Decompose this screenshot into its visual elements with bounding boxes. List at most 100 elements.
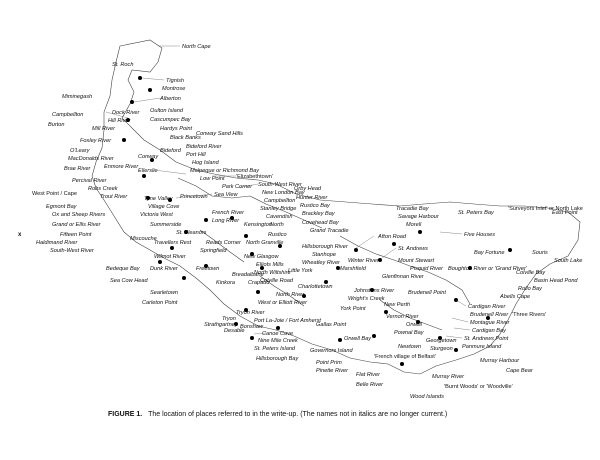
place-label: St. Peters Island [254,346,296,352]
place-label: Boughton River or 'Grand River' [448,266,528,272]
place-label: Canoe Cove [262,331,293,337]
place-label: South Lake [554,258,582,264]
place-label: New London Bay [262,190,306,196]
place-label: Sea View [214,192,238,198]
place-label: 'Surveyors Inlet' or North Lake [508,206,583,212]
place-label: Trout River [100,194,128,200]
place-label: Souris [532,250,548,256]
place-label: Springfield [200,248,227,254]
leader-line [453,327,471,331]
place-label: Hill River [108,118,132,124]
place-label: Pownal Bay [394,330,425,336]
place-label: Park Corner [222,184,253,190]
place-label: Point Prim [316,360,342,366]
place-label: Cascumpec Bay [150,117,192,123]
place-label: St. Andrews [398,246,428,252]
place-label: Brackley Bay [302,211,336,217]
place-label: Wright's Creek [348,296,386,302]
location-marker [392,242,396,246]
leader-line [153,169,187,175]
place-label: Kensington [244,222,272,228]
place-label: Newtown [398,344,421,350]
figure-label: FIGURE 1. [108,411,143,418]
place-label: Travellers Rest [154,240,192,246]
place-label: Wheatley River [302,260,341,266]
place-label: Tryon River [236,310,266,316]
place-label: Nine Mile Creek [258,338,299,344]
leader-line [439,231,463,235]
place-label: Marshfield [340,266,367,272]
place-label: Flat River [356,372,381,378]
place-label: Miminegash [62,94,92,100]
place-label: Grand or Ellis River [52,222,102,228]
place-label: Alberton [159,96,181,102]
place-label: Kinkora [216,280,235,286]
place-label: Murray Harbour [480,358,520,364]
location-marker [438,336,442,340]
leader-line [175,193,213,199]
location-marker [122,138,126,142]
place-label: Colville Bay [516,270,546,276]
place-label: Desable [224,328,245,334]
place-label: South-West River [258,182,303,188]
place-label: Governors Island [310,348,353,354]
place-label: Grand Tracadie [310,228,348,234]
place-label: Cape Bear [506,368,534,374]
place-label: Winter River [348,258,380,264]
place-label: Carleton Point [142,300,178,306]
location-marker [204,218,208,222]
place-label: 'Elizabethtown' [236,174,273,180]
location-marker [130,100,134,104]
location-marker [302,294,306,298]
place-label: Sea Cow Head [110,278,149,284]
place-label: Gallas Point [316,322,347,328]
place-label: Little York [288,268,314,274]
place-label: Wood Islands [410,394,444,400]
place-label: Brudenell River [470,312,509,318]
place-label: Five Houses [464,232,495,238]
place-label: North Wiltshire [254,270,291,276]
map-figure: North Cape St. Roch Tignish Miminegash M… [18,39,583,400]
place-label: West or Elliott River [258,300,308,306]
place-label: Tyne Valley [144,196,174,202]
location-marker [370,288,374,292]
leader-line [381,247,397,259]
place-label: MacDonalds River [68,156,115,162]
place-label: Johnstons River [353,288,395,294]
place-label: Savage Harbour [398,214,440,220]
place-label: Campbellton [264,198,295,204]
coast-detail [177,177,471,331]
place-label: New Glasgow [244,254,279,260]
location-marker [230,216,234,220]
place-label: Covehead Bay [302,220,340,226]
location-marker [168,198,172,202]
place-label: Orby Head [294,186,322,192]
location-marker [354,248,358,252]
location-marker [336,266,340,270]
place-label: New Perth [384,302,410,308]
location-marker [400,362,404,366]
place-label: North Cape [182,44,211,50]
place-label: Robs Creek [88,186,119,192]
place-label: Afton Road [377,234,407,240]
place-label: Rustico Bay [300,203,331,209]
place-label: 'French village of Belfast' [374,354,436,360]
leader-line [235,183,259,189]
place-label: Freetown [196,266,219,272]
place-label: Colville Road [260,278,294,284]
location-marker [338,338,342,342]
place-label: Fifteen Point [60,232,92,238]
place-label: Burton [48,122,64,128]
place-label: Black Banks [170,135,201,141]
place-label: Malpeque or Richmond Bay [190,168,260,174]
place-label: York Point [340,306,366,312]
place-label: Cardigan Bay [472,328,507,334]
leader-line [253,332,267,335]
place-label: Belle River [356,382,384,388]
place-label: East Point [552,210,578,216]
leader-line [455,299,467,307]
place-label: North River [276,292,305,298]
place-label: Campbellton [52,112,83,118]
leader-line [451,317,469,323]
location-marker [142,174,146,178]
